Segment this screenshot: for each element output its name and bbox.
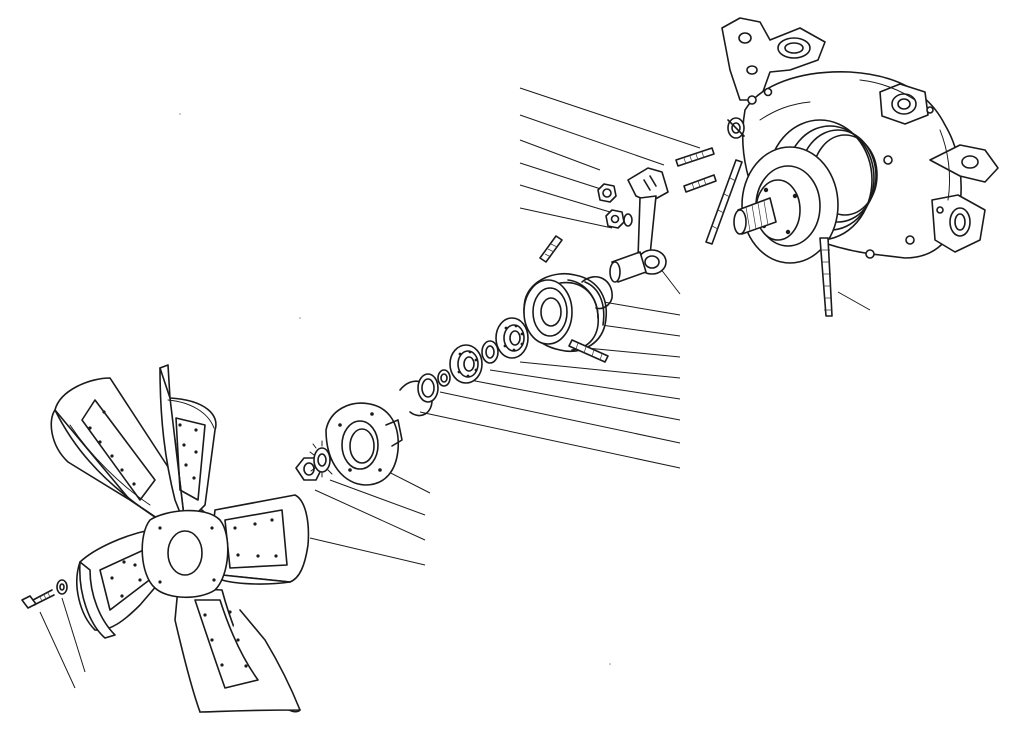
leader-nut-lower [519,184,611,213]
snap-ring-inner [417,373,439,403]
stud-lower [683,174,717,193]
leader-snap-ring [419,411,681,469]
bearing-spacer [481,340,499,364]
leader-fan-washer [61,597,86,673]
fan-center-bore [167,530,203,576]
leader-washer-small [519,207,613,229]
leader-lock-washer [329,479,426,516]
ball-bearing-front [449,344,483,384]
leader-tensioner-arm [519,114,665,166]
spacer-ring [437,369,451,387]
nut-lower [605,209,625,229]
double-groove-pulley [523,273,607,352]
leader-fan-blade [309,537,426,566]
fan-washer [56,579,68,595]
fan-rivets [88,410,278,668]
pulley-retaining-ring [581,276,613,310]
leader-hub-nut [314,489,426,541]
leader-bearing-front [469,379,681,421]
v-belt-short [539,235,609,363]
leader-belt-long [837,291,871,311]
leader-bearing-rear [519,361,681,379]
leader-stud-upper [519,87,701,149]
fan-bolt [21,589,55,609]
leader-lines [39,87,871,689]
fan-blade-assembly [50,364,310,713]
scan-specks [179,113,611,665]
nut-upper [597,183,617,203]
tensioner-arm [609,167,669,283]
fan-hub [325,402,403,486]
leader-spacer-ring [439,391,681,444]
stud-upper [675,147,715,167]
leader-bearing-spacer [489,369,681,400]
ball-bearing-rear [495,317,529,359]
leader-fan-bolt [39,611,76,689]
leader-nut-upper [519,162,605,191]
v-belt-long [705,159,833,317]
leader-pulley-ring [591,299,681,316]
leader-stud-lower [519,139,601,171]
leader-arm-pivot [659,267,681,295]
washer-small [623,213,633,227]
water-pump-housing [721,17,999,264]
